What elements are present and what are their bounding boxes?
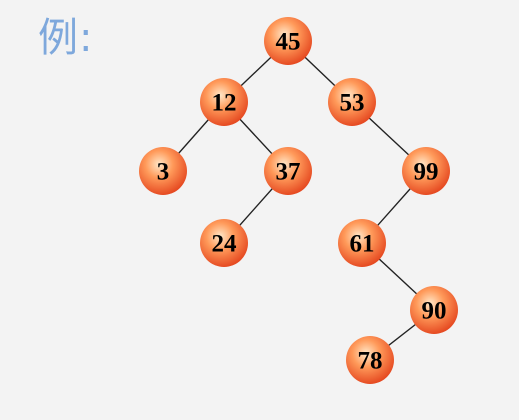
node-label: 45 <box>276 29 301 56</box>
node-label: 37 <box>276 159 301 186</box>
tree-node-45: 45 <box>264 17 312 65</box>
node-circle <box>264 147 312 195</box>
example-label: 例: <box>38 15 94 61</box>
tree-nodes: 45 12 53 3 37 99 24 61 90 78 <box>139 17 458 384</box>
node-label: 3 <box>157 159 170 186</box>
node-circle <box>139 147 187 195</box>
tree-node-53: 53 <box>328 78 376 126</box>
node-circle <box>410 286 458 334</box>
node-label: 99 <box>414 159 439 186</box>
node-circle <box>346 336 394 384</box>
tree-node-3: 3 <box>139 147 187 195</box>
tree-node-61: 61 <box>338 219 386 267</box>
tree-node-78: 78 <box>346 336 394 384</box>
node-label: 78 <box>358 348 383 375</box>
node-circle <box>264 17 312 65</box>
node-label: 53 <box>340 90 365 117</box>
node-circle <box>328 78 376 126</box>
node-circle <box>200 78 248 126</box>
node-label: 90 <box>422 298 447 325</box>
node-label: 12 <box>212 90 237 117</box>
tree-edges <box>162 40 435 361</box>
node-circle <box>200 219 248 267</box>
node-label: 24 <box>212 231 238 258</box>
tree-node-90: 90 <box>410 286 458 334</box>
tree-node-99: 99 <box>402 147 450 195</box>
tree-node-12: 12 <box>200 78 248 126</box>
node-circle <box>402 147 450 195</box>
node-circle <box>338 219 386 267</box>
node-label: 61 <box>350 231 375 258</box>
tree-node-24: 24 <box>200 219 248 267</box>
tree-node-37: 37 <box>264 147 312 195</box>
